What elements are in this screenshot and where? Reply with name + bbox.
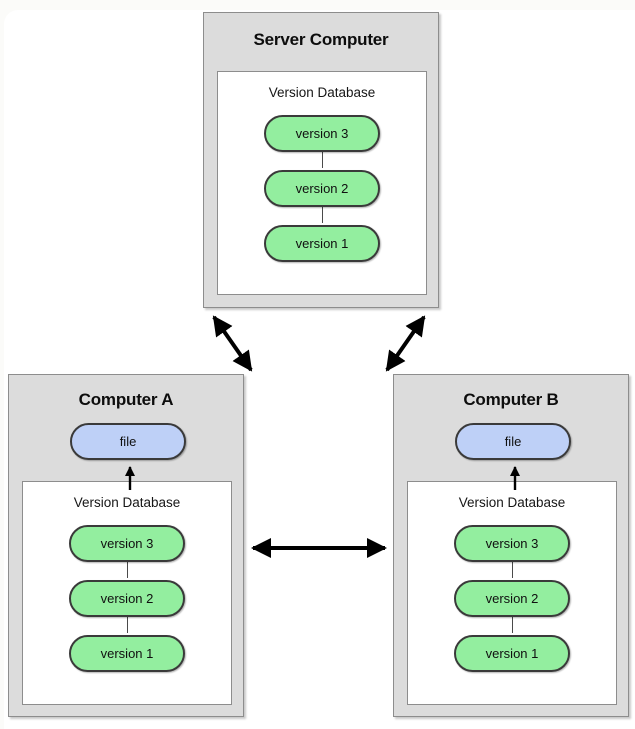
computer-b-version-pill-2: version 2 [454, 580, 570, 617]
computer-a-version-link-3-2 [127, 556, 128, 578]
computer-b-version-pill-3: version 3 [454, 525, 570, 562]
computer-b-file-pill: file [455, 423, 571, 460]
server-version-pill-2-label: version 2 [295, 181, 349, 196]
computer-b-title: Computer B [463, 390, 559, 409]
computer-a-version-pill-3-label: version 3 [100, 536, 154, 551]
computer-a-version-pill-1-label: version 1 [100, 646, 154, 661]
computer-b-version-pill-1: version 1 [454, 635, 570, 672]
server-version-pill-1-label: version 1 [295, 236, 349, 251]
server-version-pill-2: version 2 [264, 170, 380, 207]
computer-b-version-pill-3-label: version 3 [485, 536, 539, 551]
server-version-pill-3: version 3 [264, 115, 380, 152]
server-version-link-3-2 [322, 146, 323, 168]
computer-a-box: Computer A file Version Database version… [8, 374, 244, 717]
computer-b-version-pill-1-label: version 1 [485, 646, 539, 661]
computer-a-version-pill-2: version 2 [69, 580, 185, 617]
computer-a-version-database-title: Version Database [73, 495, 181, 510]
computer-a-version-link-2-1 [127, 611, 128, 633]
server-computer-title: Server Computer [253, 30, 389, 49]
computer-b-version-pill-2-label: version 2 [485, 591, 539, 606]
computer-b-version-link-2-1 [512, 611, 513, 633]
computer-b-version-database-title: Version Database [458, 495, 566, 510]
server-version-pill-3-label: version 3 [295, 126, 349, 141]
computer-a-version-pill-1: version 1 [69, 635, 185, 672]
server-version-link-2-1 [322, 201, 323, 223]
computer-a-file-pill: file [70, 423, 186, 460]
computer-b-file-label: file [504, 434, 522, 449]
computer-a-version-pill-2-label: version 2 [100, 591, 154, 606]
computer-b-box: Computer B file Version Database version… [393, 374, 629, 717]
server-computer-box: Server Computer Version Database version… [203, 12, 439, 308]
computer-a-file-label: file [119, 434, 137, 449]
computer-b-version-database-panel: Version Database version 3 version 2 ver… [407, 481, 617, 705]
computer-a-version-database-panel: Version Database version 3 version 2 ver… [22, 481, 232, 705]
server-version-database-panel: Version Database version 3 version 2 ver… [217, 71, 427, 295]
computer-b-version-link-3-2 [512, 556, 513, 578]
server-version-database-title: Version Database [268, 85, 376, 100]
server-version-pill-1: version 1 [264, 225, 380, 262]
computer-a-version-pill-3: version 3 [69, 525, 185, 562]
computer-a-title: Computer A [78, 390, 174, 409]
